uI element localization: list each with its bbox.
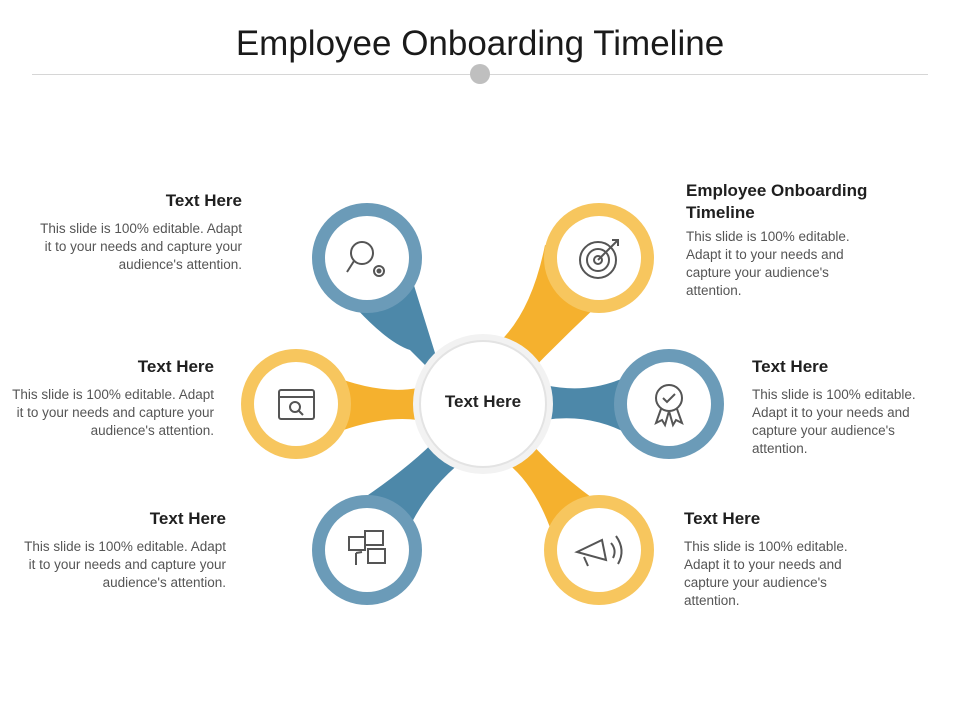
title-divider-dot	[470, 64, 490, 84]
heading-mid-right: Text Here	[752, 357, 829, 376]
body-top-right: This slide is 100% editable. Adapt it to…	[686, 229, 850, 298]
target-icon	[579, 239, 619, 279]
text-block-top-left: Text Here This slide is 100% editable. A…	[40, 190, 242, 274]
node-mid-right	[614, 349, 724, 459]
heading-bottom-left: Text Here	[149, 509, 226, 528]
center-label: Text Here	[444, 392, 522, 411]
body-bottom-right: This slide is 100% editable. Adapt it to…	[684, 539, 848, 608]
megaphone-icon	[574, 535, 623, 567]
award-badge-icon	[654, 384, 684, 428]
heading-top-right: Employee Onboarding Timeline	[686, 181, 868, 222]
text-block-top-right: Employee Onboarding Timeline This slide …	[686, 180, 886, 300]
node-top-right	[544, 203, 654, 313]
node-bottom-right	[544, 495, 654, 605]
body-mid-left: This slide is 100% editable. Adapt it to…	[12, 387, 214, 438]
text-block-mid-left: Text Here This slide is 100% editable. A…	[12, 356, 214, 440]
heading-top-left: Text Here	[165, 191, 242, 210]
node-top-left	[312, 203, 422, 313]
text-block-bottom-left: Text Here This slide is 100% editable. A…	[24, 508, 226, 592]
text-block-mid-right: Text Here This slide is 100% editable. A…	[752, 356, 952, 458]
center-circle	[419, 340, 547, 468]
heading-bottom-right: Text Here	[684, 509, 761, 528]
body-mid-right: This slide is 100% editable. Adapt it to…	[752, 387, 916, 456]
page-title: Employee Onboarding Timeline	[235, 24, 725, 63]
media-files-icon	[348, 530, 386, 565]
browser-search-icon	[278, 389, 315, 420]
text-block-bottom-right: Text Here This slide is 100% editable. A…	[684, 508, 884, 610]
node-bottom-left	[312, 495, 422, 605]
body-top-left: This slide is 100% editable. Adapt it to…	[40, 221, 242, 272]
connector-mid-right	[545, 375, 630, 435]
node-mid-left	[241, 349, 351, 459]
connector-mid-left	[330, 375, 418, 435]
magnifier-gear-icon	[346, 241, 385, 277]
body-bottom-left: This slide is 100% editable. Adapt it to…	[24, 539, 226, 590]
heading-mid-left: Text Here	[137, 357, 214, 376]
